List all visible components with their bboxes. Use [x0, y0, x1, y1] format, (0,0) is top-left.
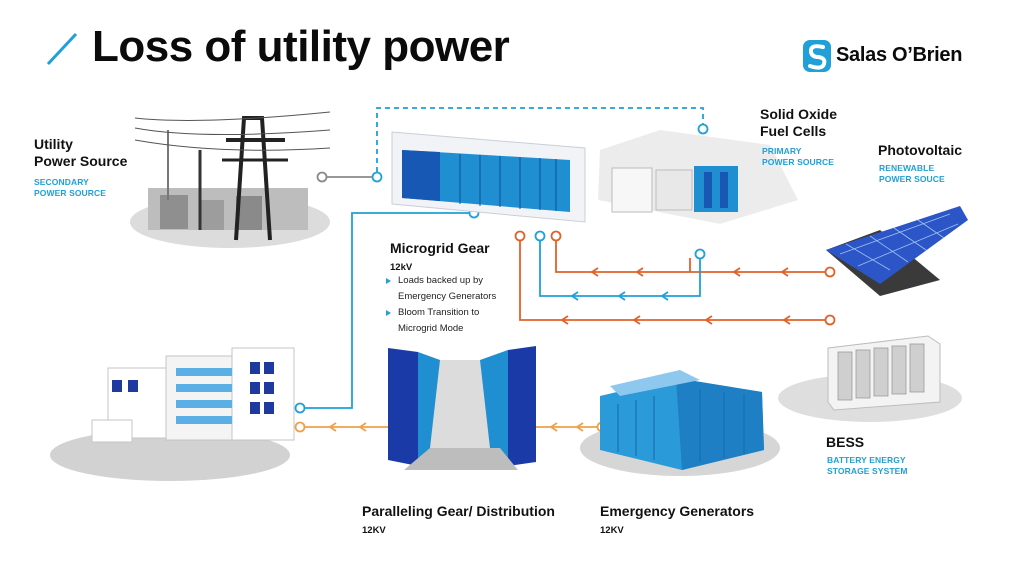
fuel-cells-sub-line1: PRIMARY: [762, 146, 802, 156]
utility-subtitle: SECONDARY POWER SOURCE: [34, 177, 106, 199]
microgrid-bullets: Loads backed up by Emergency Generators …: [386, 273, 496, 337]
paralleling-voltage: 12KV: [362, 525, 386, 536]
fuel-cells-illustration: [598, 130, 798, 224]
pv-sub-line2: POWER SOUCE: [879, 174, 945, 184]
bess-subtitle: BATTERY ENERGY STORAGE SYSTEM: [827, 455, 908, 477]
fuel-cells-title-line1: Solid Oxide: [760, 106, 838, 122]
bess-illustration: [778, 335, 962, 422]
microgrid-bullet-2: Bloom Transition to: [386, 305, 496, 321]
pv-sub-line1: RENEWABLE: [879, 163, 935, 173]
page-title: Loss of utility power: [92, 22, 510, 71]
title-slash-icon: [46, 32, 78, 66]
microgrid-bullet-1: Loads backed up by: [386, 273, 496, 289]
utility-sub-line2: POWER SOURCE: [34, 188, 107, 198]
bess-sub-line1: BATTERY ENERGY: [827, 455, 906, 465]
source-feed-terminals: [514, 230, 836, 326]
utility-title: Utility Power Source: [34, 136, 127, 170]
generators-voltage: 12KV: [600, 525, 624, 536]
microgrid-bullet-1-cont: Emergency Generators: [398, 291, 497, 302]
emergency-generators-illustration: [580, 370, 780, 476]
pv-subtitle: RENEWABLE POWER SOUCE: [879, 163, 945, 185]
flow-arrowheads: [560, 267, 791, 325]
company-logo-text: Salas O’Brien: [836, 44, 963, 66]
utility-connection: [316, 171, 383, 183]
utility-title-line2: Power Source: [34, 153, 128, 169]
building-illustration: [50, 347, 295, 481]
pv-illustration: [826, 206, 968, 296]
source-feed-lines: [519, 240, 829, 321]
generators-title: Emergency Generators: [600, 503, 755, 519]
microgrid-voltage: 12kV: [390, 262, 413, 273]
paralleling-gear-illustration: [388, 346, 536, 470]
bess-title: BESS: [826, 434, 865, 450]
fuel-cells-title-line2: Fuel Cells: [760, 123, 827, 139]
microgrid-gear-illustration: [391, 131, 586, 223]
utility-title-line1: Utility: [34, 136, 73, 152]
utility-sub-line1: SECONDARY: [34, 177, 89, 187]
fuel-cells-subtitle: PRIMARY POWER SOURCE: [762, 146, 834, 168]
pv-title: Photovoltaic: [878, 142, 963, 158]
s-logo-icon: [803, 40, 831, 72]
utility-substation-illustration: [130, 111, 331, 248]
paralleling-title: Paralleling Gear/ Distribution: [362, 503, 555, 519]
fuel-cells-sub-line2: POWER SOURCE: [762, 157, 835, 167]
bess-sub-line2: STORAGE SYSTEM: [827, 466, 908, 476]
microgrid-title: Microgrid Gear: [390, 240, 490, 256]
fuel-cells-title: Solid Oxide Fuel Cells: [760, 106, 837, 140]
microgrid-bullet-2-cont: Microgrid Mode: [398, 323, 464, 334]
fuel-cell-dashed-link: [376, 107, 704, 172]
